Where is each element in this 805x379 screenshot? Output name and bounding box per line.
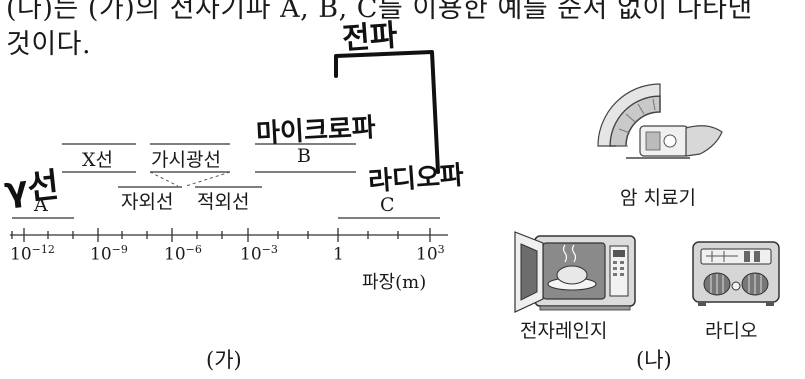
- microwave-illustration: [514, 231, 636, 313]
- caption-radio: 라디오: [705, 320, 758, 342]
- tick-label: 1: [333, 244, 344, 265]
- tick-label: 10−6: [164, 243, 202, 265]
- band-label-B: B: [297, 145, 311, 167]
- band-label-visible: 가시광선: [151, 149, 221, 171]
- intro-line-1: (나)는 (가)의 전자기파 A, B, C를 이용한 예를 순서 없이 나타낸: [6, 0, 753, 24]
- radio-illustration: [692, 241, 780, 306]
- handwritten-note-A: γ선: [2, 165, 61, 211]
- panel-label-left: (가): [206, 348, 242, 372]
- tick-label: 10−3: [240, 243, 278, 265]
- panel-label-right: (나): [636, 348, 672, 372]
- caption-cancer-treatment: 암 치료기: [620, 187, 696, 209]
- band-label-C: C: [380, 194, 395, 216]
- tick-label: 103: [416, 243, 445, 265]
- handwritten-note-top: 전파: [341, 18, 399, 57]
- cancer-treatment-machine-illustration: [597, 83, 723, 159]
- handwritten-note-B: 마이크로파: [255, 112, 377, 150]
- axis-label-wavelength: 파장(m): [362, 272, 427, 293]
- band-label-infrared: 적외선: [197, 191, 250, 213]
- tick-label: 10−12: [10, 243, 55, 265]
- band-label-xray: X선: [82, 149, 114, 171]
- handwritten-bracket: [334, 50, 440, 174]
- handwritten-note-C: 라디오파: [367, 160, 465, 198]
- caption-microwave: 전자레인지: [520, 320, 608, 342]
- intro-line-2: 것이다.: [6, 29, 92, 60]
- band-label-A: A: [34, 194, 48, 216]
- band-label-ultraviolet: 자외선: [121, 191, 174, 213]
- tick-label: 10−9: [90, 243, 128, 265]
